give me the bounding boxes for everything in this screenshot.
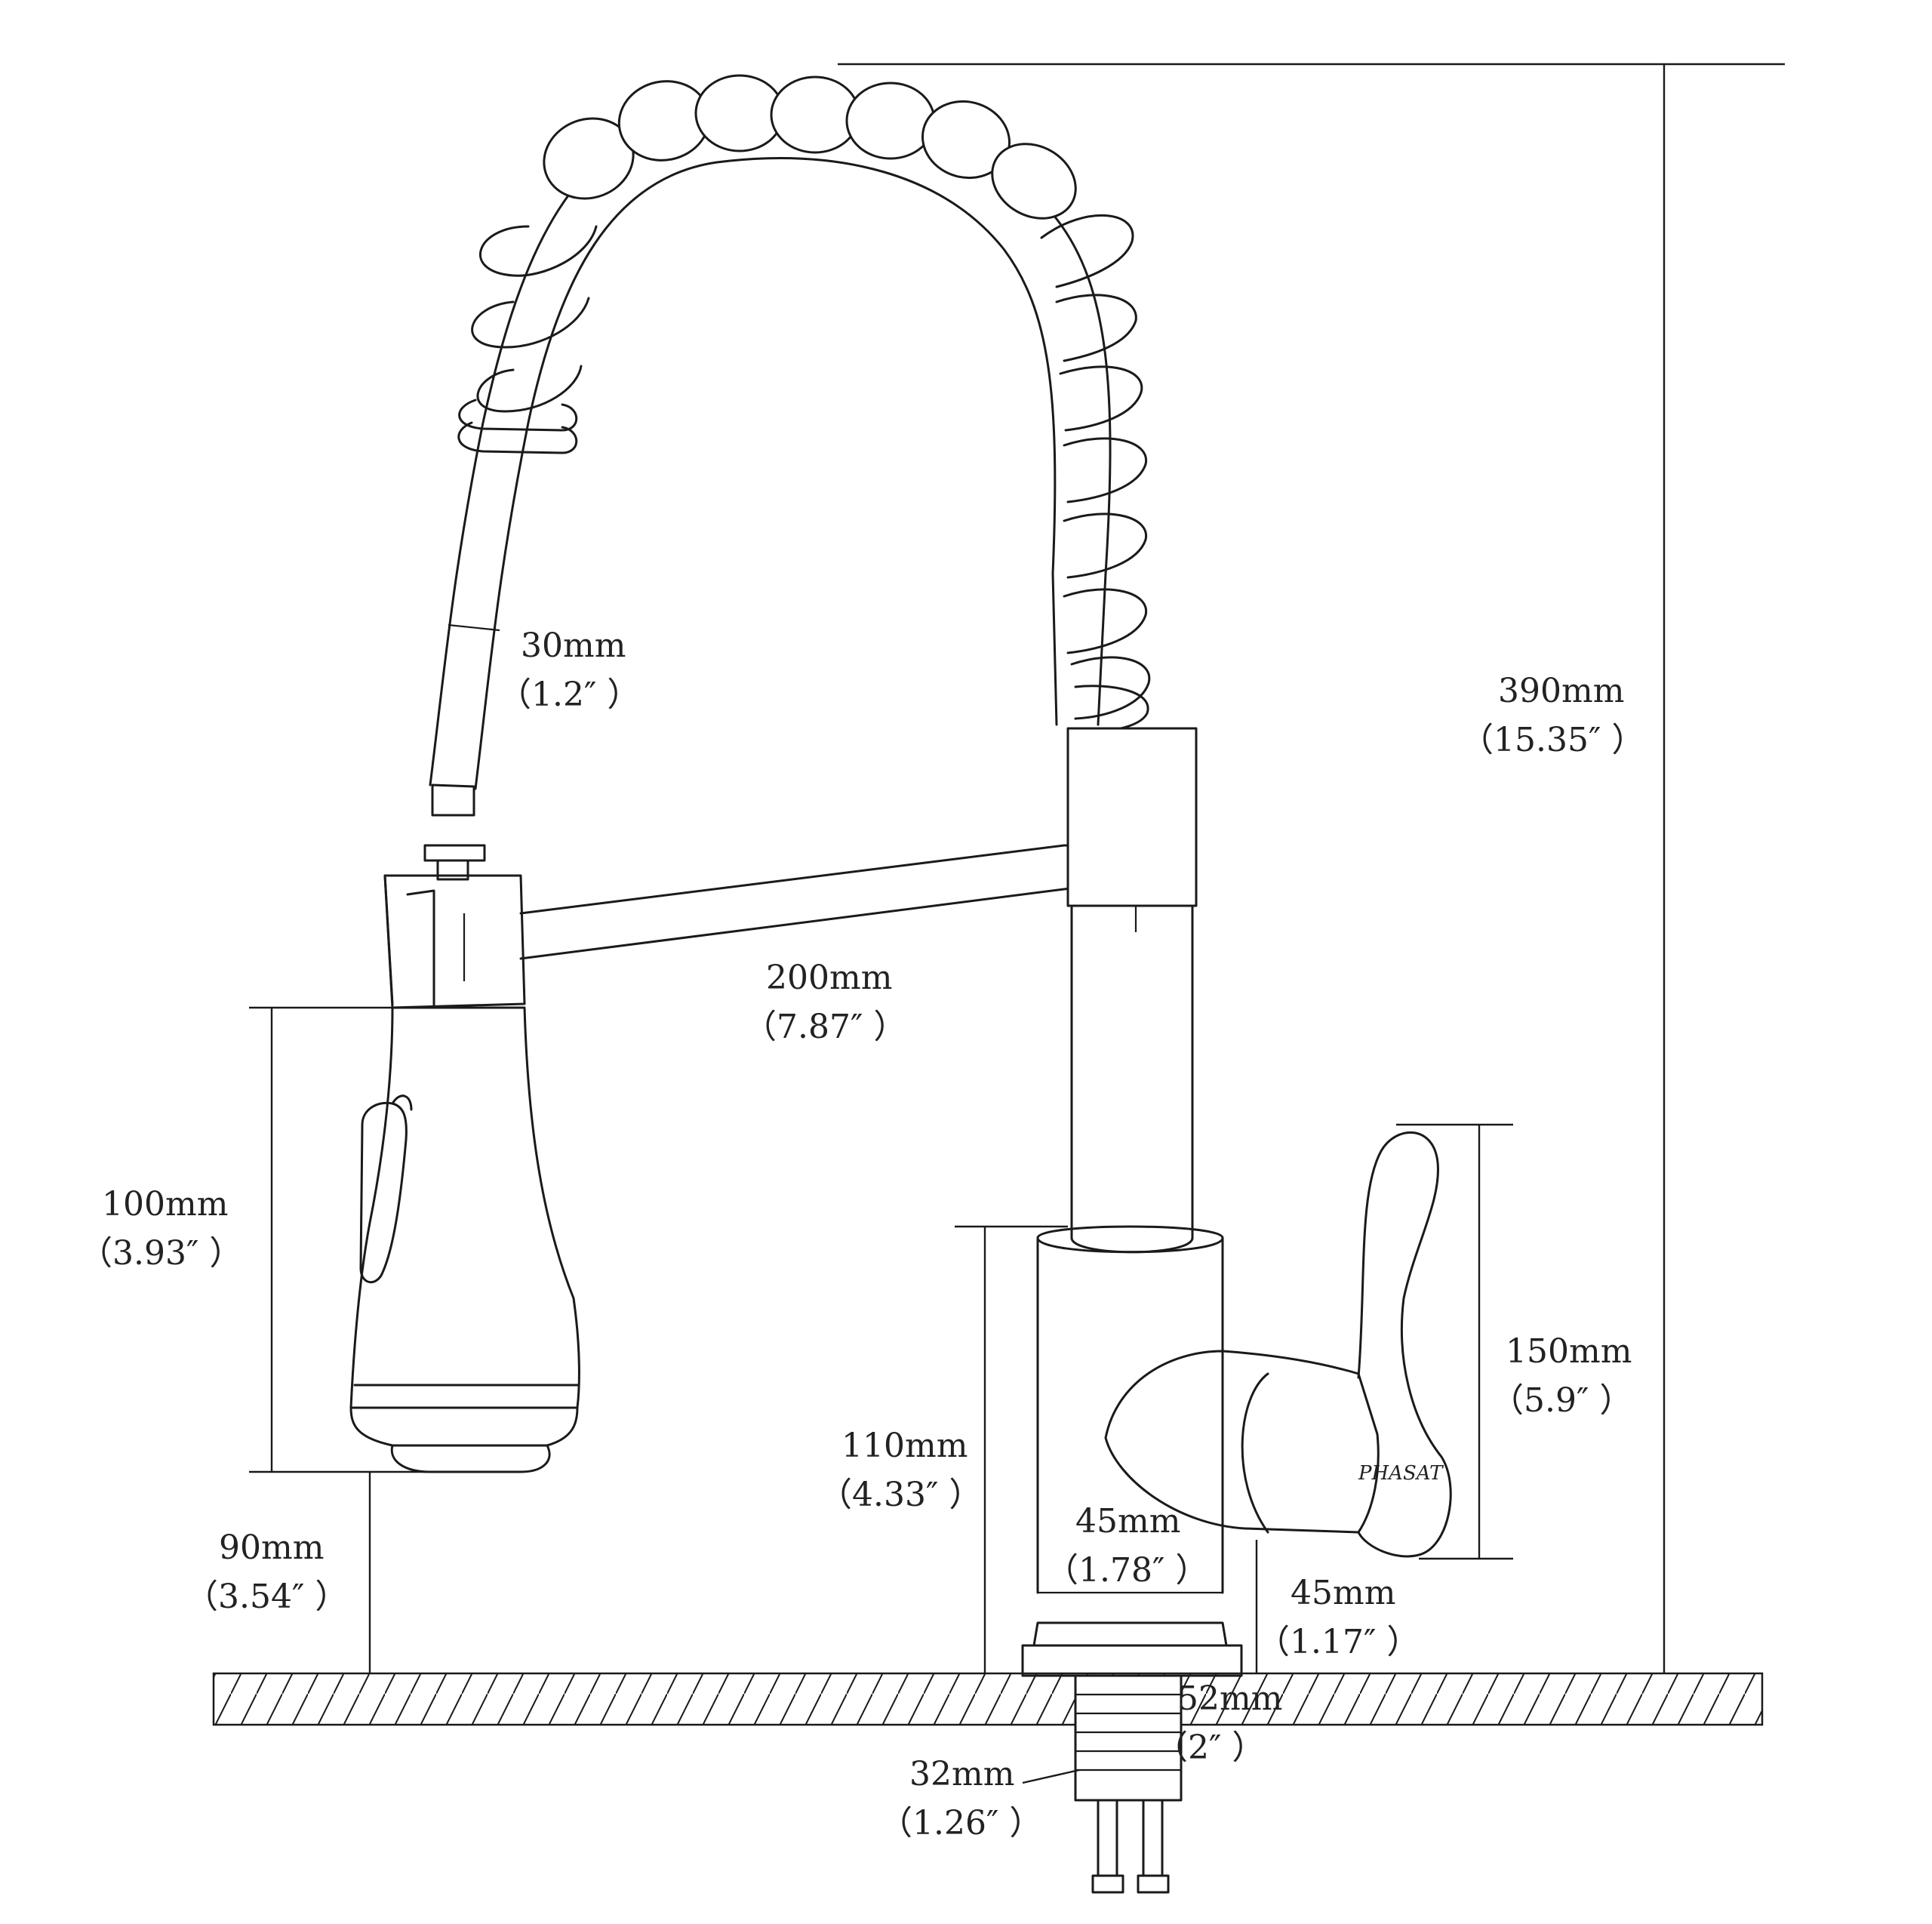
shank-dia-inch: （1.26″ ） bbox=[879, 1804, 1042, 1842]
dimension-lines bbox=[249, 63, 1785, 1784]
hose-dia-mm: 30mm bbox=[521, 626, 626, 665]
total-height-inch: （15.35″ ） bbox=[1460, 721, 1644, 759]
label-body-dia: 45mm （1.78″ ） bbox=[1045, 1502, 1208, 1590]
base-height-inch: （1.17″ ） bbox=[1257, 1623, 1420, 1661]
handle-height-inch: （5.9″ ） bbox=[1491, 1381, 1632, 1420]
label-body-height: 110mm （4.33″ ） bbox=[819, 1427, 982, 1514]
label-spout-reach: 200mm （7.87″ ） bbox=[743, 959, 906, 1046]
spout-reach-mm: 200mm bbox=[766, 959, 892, 997]
label-sprayer-clearance: 90mm （3.54″ ） bbox=[185, 1528, 348, 1616]
label-base-height: 45mm （1.17″ ） bbox=[1257, 1574, 1420, 1661]
label-base-dia: 52mm （2″ ） bbox=[1155, 1679, 1282, 1767]
hose-dia-inch: （1.2″ ） bbox=[498, 676, 640, 714]
countertop bbox=[212, 1672, 1764, 1726]
spring-coils bbox=[457, 74, 1151, 734]
sprayer-length-mm: 100mm bbox=[102, 1185, 228, 1224]
shank-dia-mm: 32mm bbox=[909, 1755, 1014, 1793]
sprayer-clearance-mm: 90mm bbox=[219, 1528, 324, 1567]
body-height-inch: （4.33″ ） bbox=[819, 1476, 982, 1514]
total-height-mm: 390mm bbox=[1498, 672, 1624, 710]
spout-reach-inch: （7.87″ ） bbox=[743, 1008, 906, 1046]
hose-fitting bbox=[423, 783, 486, 881]
body-height-mm: 110mm bbox=[841, 1427, 968, 1465]
sprayer-holder bbox=[383, 874, 526, 1009]
base-height-mm: 45mm bbox=[1291, 1574, 1395, 1612]
mounting-shank bbox=[1074, 1674, 1183, 1894]
faucet-body bbox=[1021, 727, 1243, 1677]
lever-handle: PHASAT bbox=[1104, 1131, 1452, 1558]
body-dia-mm: 45mm bbox=[1075, 1502, 1180, 1541]
label-hose-dia: 30mm （1.2″ ） bbox=[498, 626, 640, 714]
base-dia-mm: 52mm bbox=[1177, 1679, 1282, 1718]
sprayer-head bbox=[349, 1006, 580, 1473]
label-sprayer-length: 100mm （3.93″ ） bbox=[79, 1185, 242, 1273]
label-shank-dia: 32mm （1.26″ ） bbox=[879, 1755, 1042, 1842]
body-dia-inch: （1.78″ ） bbox=[1045, 1551, 1208, 1590]
label-handle-height: 150mm （5.9″ ） bbox=[1491, 1332, 1632, 1420]
brand-logo: PHASAT bbox=[1358, 1462, 1444, 1485]
sprayer-clearance-inch: （3.54″ ） bbox=[185, 1578, 348, 1616]
sprayer-length-inch: （3.93″ ） bbox=[79, 1234, 242, 1273]
label-total-height: 390mm （15.35″ ） bbox=[1460, 672, 1644, 759]
base-dia-inch: （2″ ） bbox=[1155, 1729, 1265, 1767]
handle-height-mm: 150mm bbox=[1506, 1332, 1632, 1371]
